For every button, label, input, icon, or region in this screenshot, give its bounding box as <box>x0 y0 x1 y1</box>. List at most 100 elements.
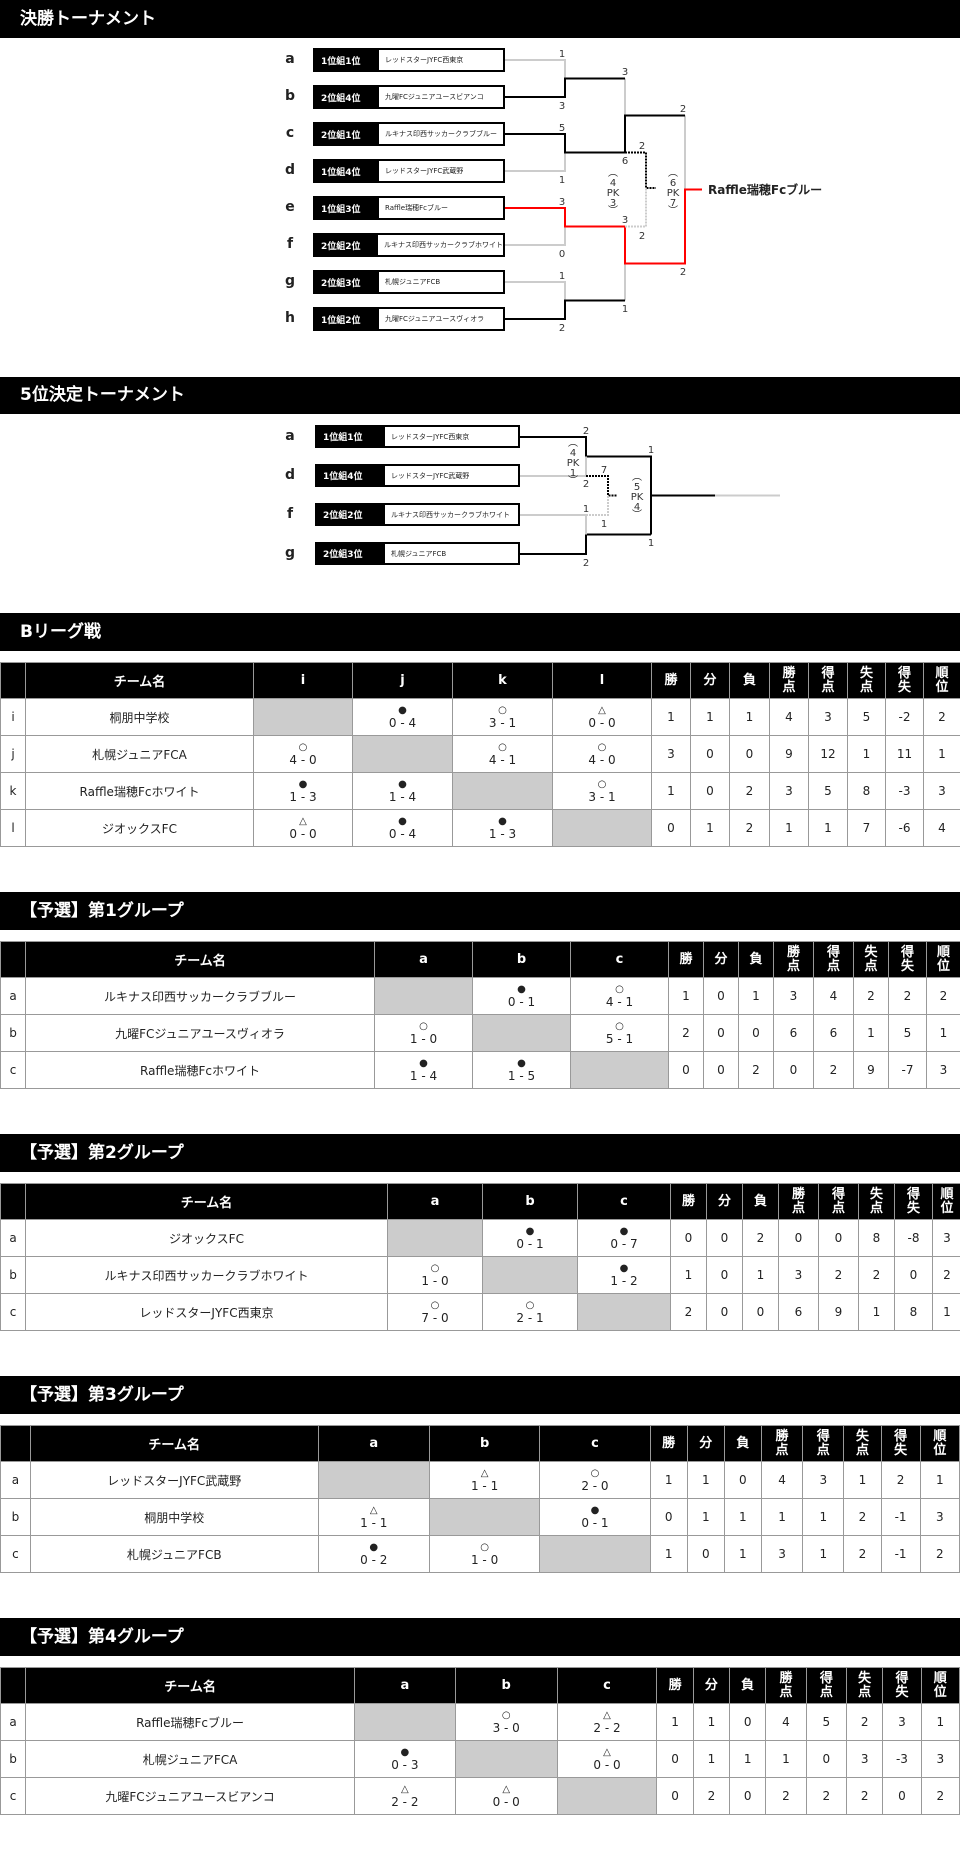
stat-header: 失点 <box>859 1184 895 1220</box>
stat-header: 得失 <box>886 663 924 699</box>
team-name: 桐朋中学校 <box>26 699 254 736</box>
stat-value: 2 <box>730 810 770 847</box>
team-name: 九曜FCジュニアユースビアンコ <box>26 1778 355 1815</box>
opponent-header: k <box>453 663 553 699</box>
score-label: 3 <box>622 215 628 226</box>
stat-value: 0 <box>707 1257 743 1294</box>
row-id: b <box>1 1015 26 1052</box>
stat-value: -3 <box>883 1741 921 1778</box>
stat-value: 1 <box>859 1294 895 1331</box>
stat-value: 2 <box>854 978 889 1015</box>
team-header: チーム名 <box>26 1184 388 1220</box>
result-mark: △ <box>558 1747 657 1758</box>
match-result: ○3 - 1 <box>453 699 553 736</box>
result-mark: ○ <box>375 1021 472 1032</box>
match-score: 3 - 1 <box>453 716 552 730</box>
match-score: 1 - 5 <box>473 1069 570 1083</box>
stat-value: 9 <box>854 1052 889 1089</box>
score-label: 1 <box>648 445 654 456</box>
match-result: ○4 - 0 <box>553 736 652 773</box>
stat-header-label: 得失 <box>898 667 911 694</box>
score-label: 1 <box>559 49 565 60</box>
result-mark: ○ <box>553 779 651 790</box>
stat-header: 分 <box>704 942 739 978</box>
match-result: ○1 - 0 <box>375 1015 473 1052</box>
pk-close-paren: ︶ <box>668 205 678 217</box>
stat-header-label: 順位 <box>933 1430 946 1457</box>
stat-value: 2 <box>844 1499 881 1536</box>
match-score: 2 - 2 <box>355 1795 455 1809</box>
score-label: 3 <box>622 67 628 78</box>
champion-name: Raffle瑞穂Fcブルー <box>708 181 822 198</box>
score-label: 2 <box>639 141 645 152</box>
result-mark: ● <box>578 1263 670 1274</box>
match-score: 2 - 1 <box>483 1311 577 1325</box>
stat-value: 1 <box>724 1536 761 1573</box>
stat-value: 1 <box>652 773 691 810</box>
stat-header-label: 勝点 <box>776 1430 789 1457</box>
row-id: c <box>1 1052 26 1089</box>
team-name: 札幌ジュニアFCB <box>30 1536 318 1573</box>
stat-value: 0 <box>730 736 770 773</box>
stat-value: 2 <box>921 1778 959 1815</box>
stat-value: 1 <box>766 1741 806 1778</box>
stat-value: 0 <box>691 736 730 773</box>
result-mark: ○ <box>571 984 668 995</box>
stat-value: 1 <box>687 1462 724 1499</box>
stat-header: 得失 <box>889 942 927 978</box>
team-name: 九曜FCジュニアユースヴィオラ <box>26 1015 375 1052</box>
team-name: ルキナス印西サッカークラブブルー <box>26 978 375 1015</box>
result-mark: ● <box>540 1505 649 1516</box>
match-result: ●0 - 4 <box>353 699 453 736</box>
stat-value: 1 <box>848 736 886 773</box>
match-result: △2 - 2 <box>557 1704 657 1741</box>
stat-header: 負 <box>730 663 770 699</box>
stat-value: 0 <box>687 1536 724 1573</box>
section-header: Bリーグ戦 <box>0 613 960 651</box>
score-label: 3 <box>559 101 565 112</box>
stat-value: 2 <box>669 1015 704 1052</box>
stat-value: 3 <box>846 1741 882 1778</box>
stat-header: 失点 <box>848 663 886 699</box>
stat-value: 2 <box>671 1294 707 1331</box>
match-result: △0 - 0 <box>455 1778 557 1815</box>
stat-value: 7 <box>848 810 886 847</box>
self-match-cell <box>540 1536 650 1573</box>
row-id: b <box>1 1499 31 1536</box>
stat-value: 3 <box>761 1536 802 1573</box>
stat-value: 3 <box>920 1499 959 1536</box>
match-score: 1 - 4 <box>353 790 452 804</box>
match-result: ○1 - 0 <box>388 1257 483 1294</box>
stat-header-label: 失点 <box>858 1672 871 1699</box>
stat-value: 0 <box>671 1220 707 1257</box>
match-result: ○4 - 1 <box>571 978 669 1015</box>
stat-header-label: 得点 <box>817 1430 830 1457</box>
match-result: ●0 - 3 <box>354 1741 455 1778</box>
team-name: 札幌ジュニアFCA <box>26 736 254 773</box>
stat-value: 2 <box>743 1220 779 1257</box>
stat-header: 勝点 <box>770 663 809 699</box>
stat-value: 0 <box>650 1499 687 1536</box>
id-header <box>1 942 26 978</box>
stat-header: 勝点 <box>774 942 814 978</box>
match-score: 0 - 1 <box>483 1237 577 1251</box>
third-place-line <box>586 496 608 516</box>
match-score: 7 - 0 <box>388 1311 482 1325</box>
stat-header-label: 負 <box>741 1679 754 1693</box>
score-label: 7 <box>601 465 607 476</box>
id-header <box>1 1184 26 1220</box>
row-id: b <box>1 1741 26 1778</box>
stat-header: 勝 <box>671 1184 707 1220</box>
pk-close-paren: ︶ <box>608 205 618 217</box>
stat-value: 1 <box>671 1257 707 1294</box>
self-match-cell <box>571 1052 669 1089</box>
id-header <box>1 1426 31 1462</box>
match-result: ●1 - 4 <box>353 773 453 810</box>
match-score: 2 - 0 <box>540 1479 649 1493</box>
